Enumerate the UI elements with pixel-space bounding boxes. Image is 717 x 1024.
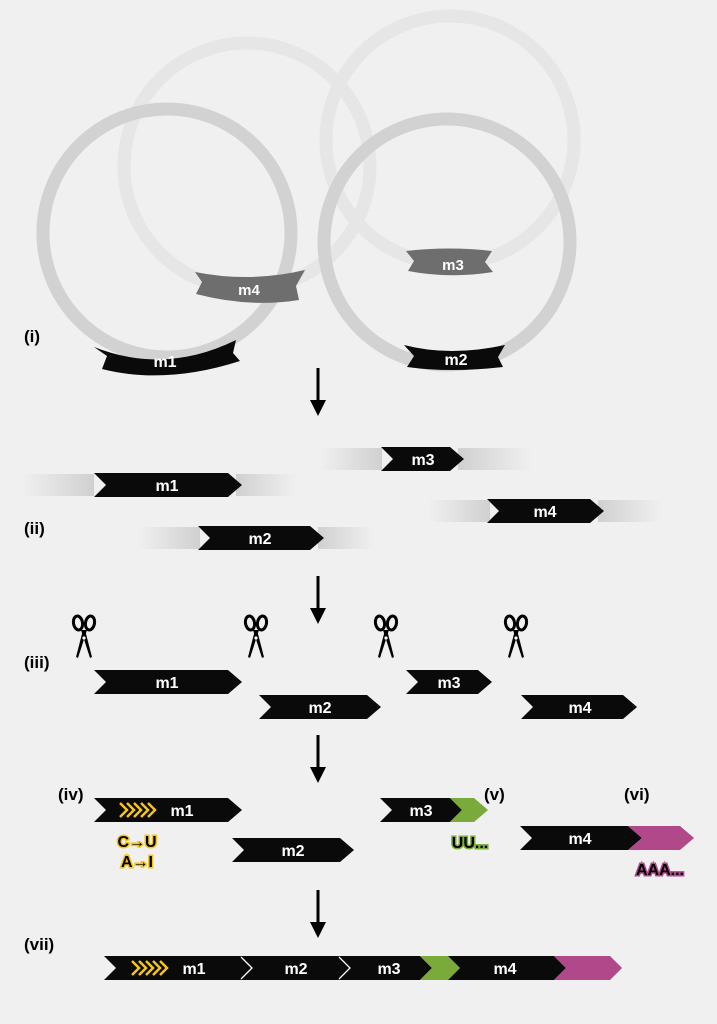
m2-segment	[232, 838, 354, 862]
ring-right	[317, 112, 577, 372]
m2-flank-right	[318, 527, 374, 549]
panel-i: m4 m3 m1 m2 (i)	[24, 9, 581, 376]
m3-segment	[381, 447, 464, 471]
edit-a-to-i: A→I	[121, 854, 153, 871]
m1-flank-left	[22, 474, 94, 496]
panel-vii: m1 m2 m3 m4 (vii)	[24, 935, 622, 980]
m2-label: m2	[281, 843, 304, 860]
m4-label: m4	[533, 504, 556, 521]
m4-segment	[448, 956, 566, 980]
m3-segment	[380, 798, 462, 822]
m1-ring-label: m1	[153, 354, 176, 371]
poly-a-label: AAA...	[636, 862, 684, 879]
m3-label: m3	[409, 803, 432, 820]
down-arrow-icon	[310, 368, 326, 416]
m1-segment	[94, 473, 242, 497]
polyadenylation-tail	[554, 956, 622, 980]
down-arrow-icon	[310, 890, 326, 938]
m2-segment	[198, 526, 324, 550]
m2-label: m2	[308, 700, 331, 717]
m3-segment	[406, 670, 492, 694]
m2-flank-left	[138, 527, 200, 549]
m1-flank-right	[236, 474, 296, 496]
ring-left	[36, 102, 298, 364]
m4-segment	[521, 695, 637, 719]
step-label-iv: (iv)	[58, 785, 84, 804]
m4-label: m4	[568, 831, 591, 848]
m3-ring-label: m3	[442, 257, 464, 274]
m2-label: m2	[284, 961, 307, 978]
m2-ring-segment	[404, 345, 505, 370]
m3-label: m3	[437, 675, 460, 692]
m4-label: m4	[493, 961, 516, 978]
m1-label: m1	[182, 961, 205, 978]
m4-ring-segment	[195, 270, 305, 303]
step-label-v: (v)	[484, 785, 505, 804]
scissors-icon	[242, 613, 270, 660]
step-label-vii: (vii)	[24, 935, 54, 954]
m4-flank-left	[428, 500, 490, 522]
down-arrow-icon	[310, 576, 326, 624]
panel-iii: m1 m2 m3 m4 (iii)	[24, 613, 637, 719]
scissors-icon	[372, 613, 400, 660]
m1-label: m1	[155, 675, 178, 692]
m4-label: m4	[568, 700, 591, 717]
scissors-icon	[502, 613, 530, 660]
m4-segment	[520, 826, 642, 850]
m4-ring-label: m4	[238, 282, 260, 299]
m2-segment	[240, 956, 350, 980]
uridylation-tail	[450, 798, 488, 822]
m3-ring-segment	[406, 248, 493, 276]
m1-ring-segment	[94, 340, 240, 376]
m3-flank-left	[320, 448, 382, 470]
m2-ring-label: m2	[444, 352, 467, 369]
m1-segment	[94, 670, 242, 694]
m3-label: m3	[411, 452, 434, 469]
m4-flank-right	[598, 500, 662, 522]
polyadenylation-tail	[628, 826, 694, 850]
scissors-icon	[70, 613, 98, 660]
editing-chevrons-icon	[119, 802, 157, 818]
m1-label: m1	[155, 478, 178, 495]
m4-segment	[487, 499, 604, 523]
m1-segment	[104, 956, 252, 980]
m1-label: m1	[170, 803, 193, 820]
down-arrow-icon	[310, 735, 326, 783]
junction-line	[240, 956, 253, 980]
uridylation-tail	[420, 956, 460, 980]
m3-segment	[338, 956, 432, 980]
m3-flank-right	[458, 448, 532, 470]
step-label-ii: (ii)	[24, 519, 45, 538]
panel-ii: m1 m3 m4 m2 (ii)	[22, 447, 662, 550]
panel-iv-v-vi: m1 C→U A→I m2 m3 UU... m4 AAA... (iv) (v…	[58, 785, 694, 881]
m2-label: m2	[248, 531, 271, 548]
step-label-i: (i)	[24, 327, 40, 346]
m1-segment	[94, 798, 242, 822]
junction-line	[338, 956, 351, 980]
poly-u-label: UU...	[452, 835, 488, 852]
m2-segment	[259, 695, 381, 719]
step-label-iii: (iii)	[24, 653, 50, 672]
m3-label: m3	[377, 961, 400, 978]
editing-chevrons-icon	[131, 960, 169, 976]
edit-c-to-u: C→U	[117, 834, 156, 851]
step-label-vi: (vi)	[624, 785, 650, 804]
